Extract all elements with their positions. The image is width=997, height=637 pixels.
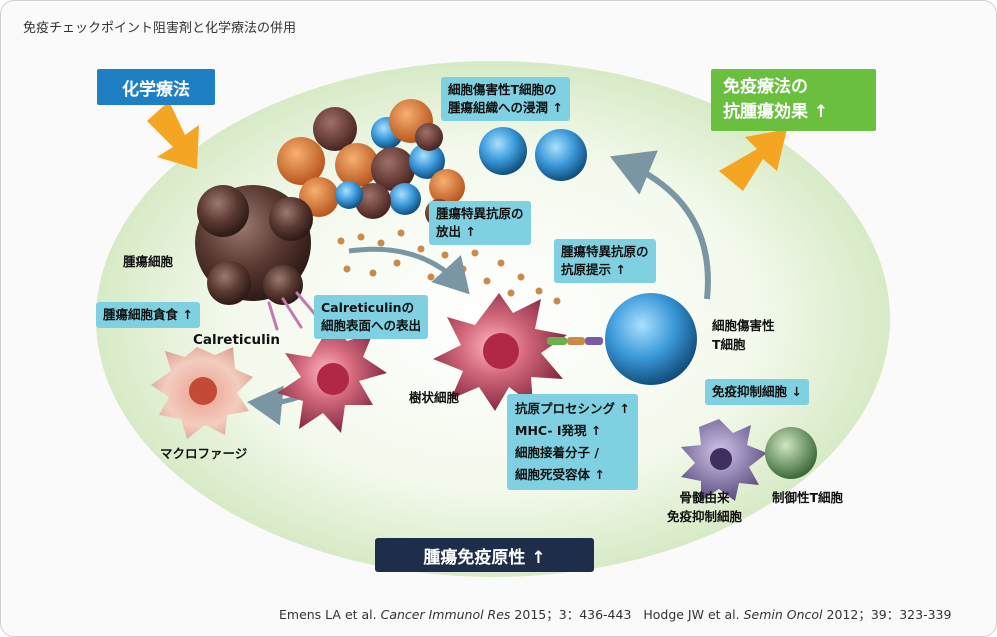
- calreticulin-expression-line-1: Calreticulinの: [321, 300, 415, 315]
- antigen-presentation-box: 腫瘍特異抗原の 抗原提示 ↑: [554, 239, 656, 284]
- immunogenicity-box: 腫瘍免疫原性 ↑: [375, 538, 594, 572]
- effect-line-2: 抗腫瘍効果 ↑: [723, 102, 829, 122]
- calreticulin-expression-box: Calreticulinの 細胞表面への表出: [314, 295, 429, 340]
- antigen-release-line-1: 腫瘍特異抗原の: [436, 206, 524, 221]
- infiltration-arrow: [609, 150, 711, 300]
- references: Emens LA et al. Cancer Immunol Res 2015；…: [279, 604, 951, 623]
- processing-line-4: 細胞死受容体 ↑: [515, 466, 605, 482]
- figure-title: 免疫チェックポイント阻害剤と化学療法の併用: [23, 21, 297, 36]
- calreticulin-expression-line-2: 細胞表面への表出: [321, 318, 422, 334]
- immunotherapy-effect-box: 免疫療法の 抗腫瘍効果 ↑: [711, 69, 876, 131]
- mdsc-label-line-1: 骨髄由来: [679, 490, 730, 505]
- mdsc-label-line-2: 免疫抑制細胞: [667, 508, 743, 524]
- dendritic-cell-label: 樹状細胞: [409, 390, 460, 405]
- mdsc-label: 骨髄由来 免疫抑制細胞: [667, 489, 742, 527]
- effect-arrow: [719, 129, 787, 191]
- chemo-arrow: [147, 101, 199, 169]
- ctl-cell-top-right: [535, 129, 587, 181]
- ref1-journal: Cancer Immunol Res: [380, 607, 511, 622]
- ctl-label: 細胞傷害性 T細胞: [712, 317, 775, 355]
- treg-image: [765, 427, 817, 479]
- dendritic-cell-main: [433, 293, 567, 411]
- antigen-presentation-line-2: 抗原提示 ↑: [561, 262, 626, 278]
- effect-line-1: 免疫療法の: [723, 77, 808, 98]
- ctl-cell-top-left: [479, 127, 527, 175]
- phagocytosis-box: 腫瘍細胞貪食 ↑: [96, 302, 200, 329]
- ref2-journal: Semin Oncol: [743, 607, 823, 622]
- antigen-release-line-2: 放出 ↑: [436, 224, 476, 240]
- macrophage-image: [151, 347, 253, 439]
- antigen-release-box: 腫瘍特異抗原の 放出 ↑: [429, 201, 531, 246]
- ctl-infiltration-line-1: 細胞傷害性T細胞の: [448, 82, 557, 97]
- mdsc-image: [681, 419, 767, 501]
- macrophage-label: マクロファージ: [160, 446, 248, 461]
- tumor-cell-image: [195, 185, 321, 331]
- ref1-authors: Emens LA et al.: [279, 607, 381, 622]
- ref2-details: 2012；39：323-339: [822, 607, 952, 622]
- processing-line-2: MHC- I発現 ↑: [515, 422, 602, 438]
- immunosuppressive-box: 免疫抑制細胞 ↓: [705, 379, 809, 406]
- chemotherapy-box: 化学療法: [97, 69, 215, 105]
- ref1-details: 2015；3：436-443: [510, 607, 632, 622]
- antigen-presentation-line-1: 腫瘍特異抗原の: [561, 244, 649, 259]
- ref2-authors: Hodge JW et al.: [643, 607, 744, 622]
- processing-box: 抗原プロセシング ↑ MHC- I発現 ↑ 細胞接着分子 / 細胞死受容体 ↑: [507, 394, 638, 490]
- ctl-label-line-2: T細胞: [712, 336, 746, 352]
- tumor-cluster: [277, 99, 465, 227]
- treg-label: 制御性T細胞: [772, 490, 844, 505]
- ctl-infiltration-line-2: 腫瘍組織への浸潤 ↑: [448, 100, 563, 116]
- mhc-tcr-link: [547, 337, 603, 345]
- tumor-cell-label: 腫瘍細胞: [123, 254, 174, 269]
- release-arrow: [348, 246, 470, 295]
- ctl-infiltration-box: 細胞傷害性T細胞の 腫瘍組織への浸潤 ↑: [441, 77, 570, 122]
- processing-line-3: 細胞接着分子 /: [515, 444, 599, 460]
- processing-line-1: 抗原プロセシング ↑: [515, 401, 630, 416]
- calreticulin-label: Calreticulin: [193, 332, 281, 348]
- ctl-cell-right: [605, 293, 697, 385]
- ctl-label-line-1: 細胞傷害性: [712, 318, 775, 333]
- dendritic-cell-left: [277, 323, 387, 433]
